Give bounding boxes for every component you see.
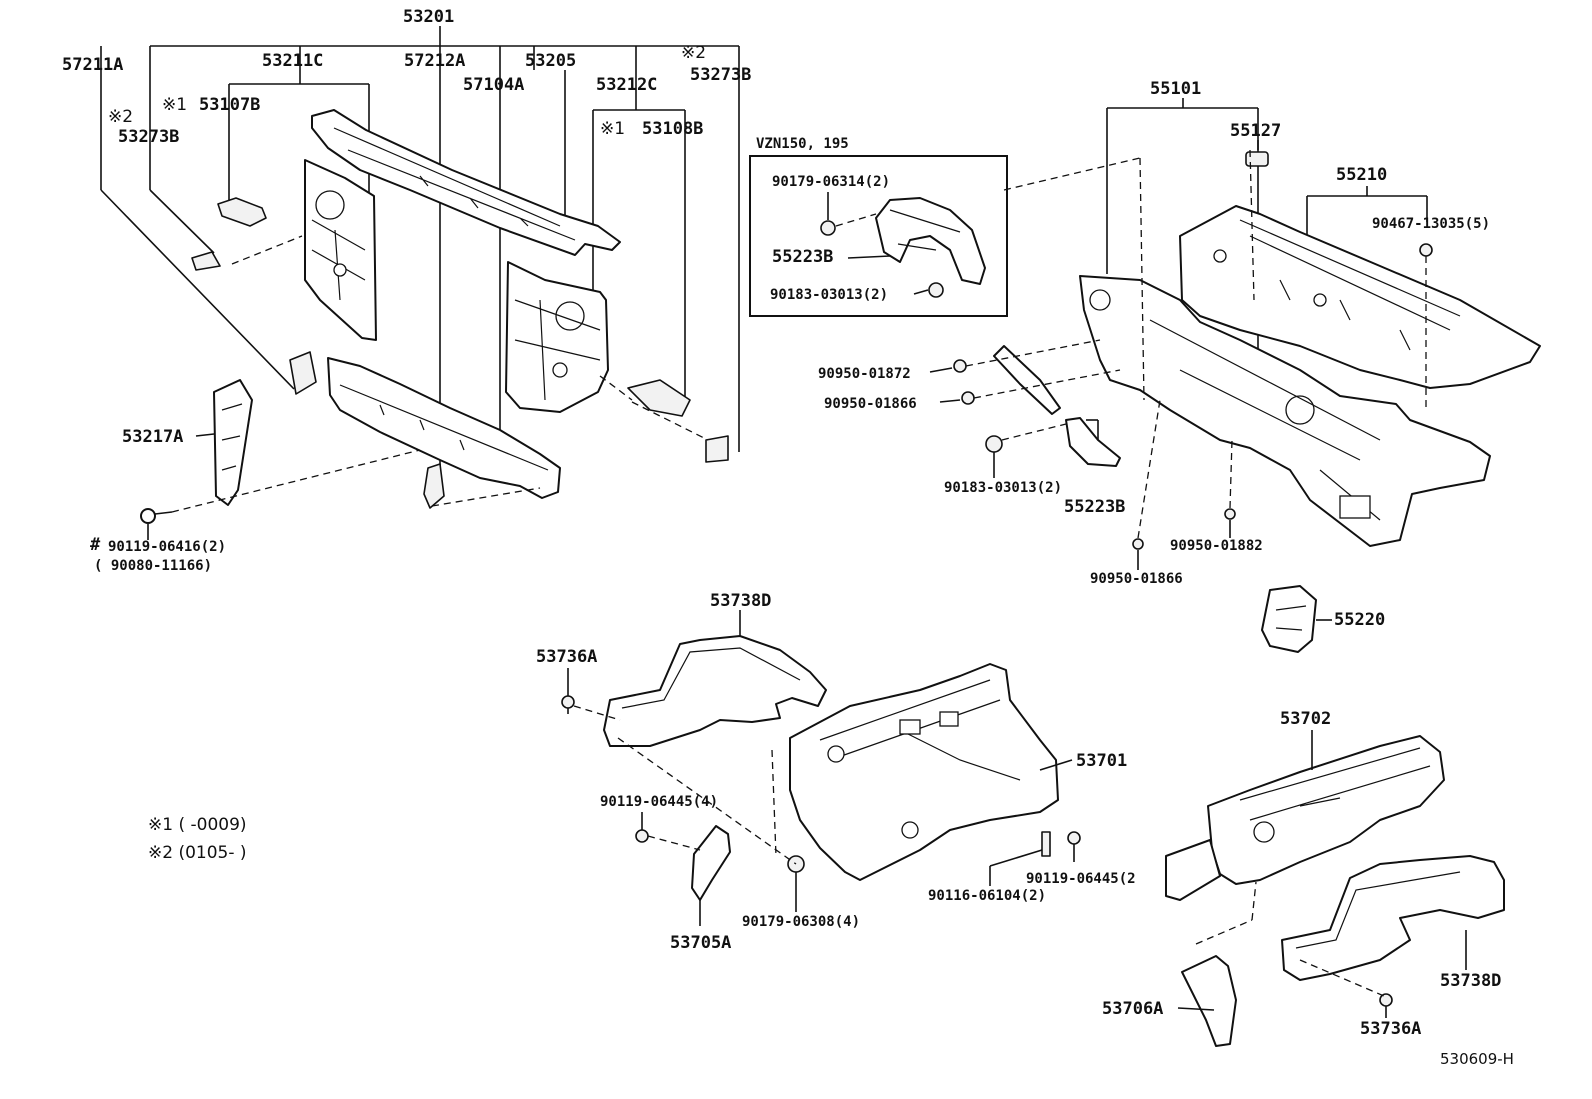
bracket-53273B-right (705, 435, 729, 463)
label-90183-03013: 90183-03013(2) (944, 480, 1062, 496)
label-90950-01872: 90950-01872 (818, 366, 911, 382)
bolt-90119-06416 (140, 508, 173, 524)
label-53736A-left: 53736A (536, 647, 597, 667)
bracket-57211A (289, 351, 317, 395)
bracket-53108B (627, 379, 691, 417)
lower-crossmember-57104A (327, 357, 561, 499)
bracket-57212A (423, 463, 445, 509)
label-90467-13035: 90467-13035(5) (1372, 216, 1490, 232)
label-55223B-box: 55223B (772, 247, 833, 267)
label-90950-01882: 90950-01882 (1170, 538, 1263, 554)
label-53217A: 53217A (122, 427, 183, 447)
label-53205: 53205 (525, 51, 576, 71)
label-57211A: 57211A (62, 55, 123, 75)
clip-90467-13035 (1419, 243, 1433, 410)
label-90950-01866-b: 90950-01866 (1090, 571, 1183, 587)
footnote-2: ※2 (0105- ) (148, 843, 247, 863)
label-55220: 55220 (1334, 610, 1385, 630)
label-90179-06308: 90179-06308(4) (742, 914, 860, 930)
clip-53736A-left (561, 695, 621, 721)
insulator-55223B (1065, 417, 1121, 467)
apron-53702 (1165, 735, 1445, 901)
apron-53701 (789, 663, 1059, 881)
bracket-53107B (217, 197, 267, 227)
label-55127: 55127 (1230, 121, 1281, 141)
side-panel-right-53212C (505, 261, 609, 413)
dashed-lines-lower-center (617, 737, 1043, 867)
upper-radiator-support-53205 (311, 109, 621, 256)
label-57104A: 57104A (463, 75, 524, 95)
fasteners-lower-center (635, 829, 1081, 873)
label-53705A: 53705A (670, 933, 731, 953)
dashed-lines-lower-right (1195, 881, 1385, 997)
label-90080-11166: ( 90080-11166) (94, 558, 212, 574)
clip-53736A-right (1379, 993, 1393, 1018)
splash-shield-53738D-right (1281, 855, 1505, 981)
label-55210: 55210 (1336, 165, 1387, 185)
label-90179-06314: 90179-06314(2) (772, 174, 890, 190)
label-90183-03013-box: 90183-03013(2) (770, 287, 888, 303)
strip-left (993, 345, 1061, 415)
label-vzn150-195: VZN150, 195 (756, 136, 849, 152)
dash-panel-55101 (1079, 275, 1491, 547)
label-53738D-right: 53738D (1440, 971, 1501, 991)
note-mark-2-upper: ※2 (681, 43, 706, 63)
grommet-55127 (1245, 151, 1269, 167)
label-53706A: 53706A (1102, 999, 1163, 1019)
vzn150-detail-box (749, 155, 1008, 317)
label-53201: 53201 (403, 7, 454, 27)
label-53273B-left: 53273B (118, 127, 179, 147)
hash-mark: # (90, 535, 101, 555)
note-mark-1-left: ※1 (162, 95, 187, 115)
label-57212A: 57212A (404, 51, 465, 71)
label-53211C: 53211C (262, 51, 323, 71)
note-mark-2-left: ※2 (108, 107, 133, 127)
label-90119-06416: 90119-06416(2) (108, 539, 226, 555)
label-53702: 53702 (1280, 709, 1331, 729)
label-90950-01866-a: 90950-01866 (824, 396, 917, 412)
plug-55220 (1261, 585, 1332, 653)
label-90119-06445-right: 90119-06445(2 (1026, 871, 1136, 887)
dashed-lines-upper-left (171, 235, 709, 513)
note-mark-1-right: ※1 (600, 119, 625, 139)
label-55223B: 55223B (1064, 497, 1125, 517)
label-55101: 55101 (1150, 79, 1201, 99)
label-90116-06104: 90116-06104(2) (928, 888, 1046, 904)
brace-53705A (691, 825, 731, 926)
label-53701: 53701 (1076, 751, 1127, 771)
side-panel-left-53211C (304, 159, 377, 341)
splash-shield-53738D-left (603, 635, 827, 747)
bracket-53273B-left (191, 251, 221, 271)
brace-53217A (213, 379, 253, 506)
footnote-1: ※1 ( -0009) (148, 815, 247, 835)
label-53212C: 53212C (596, 75, 657, 95)
drawing-number: 530609-H (1440, 1050, 1514, 1068)
label-90119-06445-left: 90119-06445(4) (600, 794, 718, 810)
leader-lines-upper-left (100, 26, 740, 486)
cowl-panel-55210 (1179, 205, 1541, 389)
dashed-lines-upper-right (965, 149, 1255, 539)
label-53738D-left: 53738D (710, 591, 771, 611)
label-53273B-right: 53273B (690, 65, 751, 85)
label-53736A-right: 53736A (1360, 1019, 1421, 1039)
label-53108B: 53108B (642, 119, 703, 139)
brace-53706A (1177, 955, 1237, 1047)
part-labels: 53201 57211A 53211C 57212A 53205 57104A … (62, 7, 1514, 1068)
label-53107B: 53107B (199, 95, 260, 115)
